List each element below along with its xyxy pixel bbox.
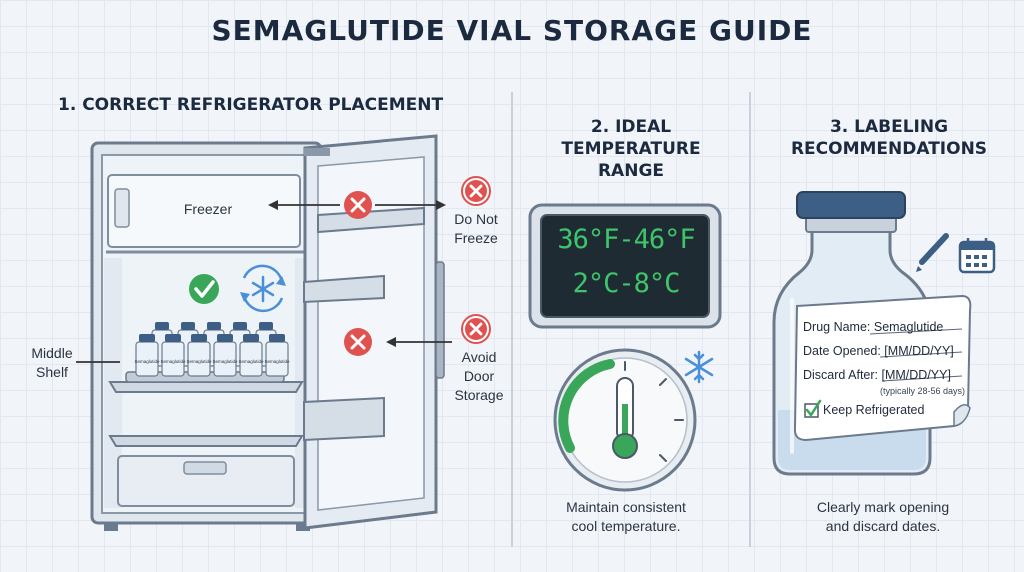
x-icon [461, 314, 491, 344]
vial: Semaglutide [212, 334, 238, 377]
freezer-label: Freezer [183, 201, 233, 217]
labeling-heading: 3. LABELING RECOMMENDATIONS [790, 117, 988, 159]
vial: Semaglutide [186, 334, 212, 377]
middle-shelf-label: Middle Shelf [31, 345, 73, 380]
vial-label: Semaglutide [264, 359, 290, 364]
vial: Semaglutide [264, 334, 290, 377]
pencil-icon [916, 233, 949, 272]
check-icon [189, 274, 219, 304]
temperature-caption: Maintain consistent cool temperature. [566, 499, 686, 534]
do-not-freeze-label: Do Not Freeze [454, 211, 498, 246]
snowflake-icon [684, 350, 714, 384]
tag-drug-name: Drug Name: Semaglutide [803, 320, 944, 334]
lcd-display: 36°F-46°F 2°C-8°C [544, 218, 708, 316]
x-icon [461, 176, 491, 206]
temp-fahrenheit: 36°F-46°F [557, 224, 695, 255]
temperature-heading: 2. IDEAL TEMPERATURE RANGE [561, 117, 701, 181]
tag-keep-refrigerated: Keep Refrigerated [823, 403, 925, 417]
tag-date-opened: Date Opened: [MM/DD/YY] [803, 344, 954, 358]
tag-discard-after: Discard After: [MM/DD/YY] [803, 368, 951, 382]
tag-discard-note: (typically 28-56 days) [880, 386, 966, 396]
labeling-caption: Clearly mark opening and discard dates. [816, 499, 950, 534]
divider-right [749, 92, 751, 547]
avoid-door-label: Avoid Door Storage [454, 349, 504, 403]
vial: Semaglutide [160, 334, 186, 377]
vial-label: Semaglutide [134, 359, 160, 364]
vial-label: Semaglutide [212, 359, 238, 364]
x-icon [344, 328, 372, 356]
page-title: SEMAGLUTIDE VIAL STORAGE GUIDE [211, 14, 813, 47]
temp-celsius: 2°C-8°C [572, 268, 681, 299]
snowflake-cycle-icon [240, 264, 286, 313]
x-icon [344, 191, 372, 219]
vial-label: Semaglutide [238, 359, 264, 364]
vial: Semaglutide [238, 334, 264, 377]
calendar-icon [958, 238, 996, 274]
vial: Semaglutide [134, 334, 160, 377]
divider-left [511, 92, 513, 547]
vial-label: Semaglutide [160, 359, 186, 364]
placement-heading: 1. CORRECT REFRIGERATOR PLACEMENT [58, 95, 444, 115]
vial-label: Semaglutide [186, 359, 212, 364]
thermometer-icon [612, 377, 638, 459]
